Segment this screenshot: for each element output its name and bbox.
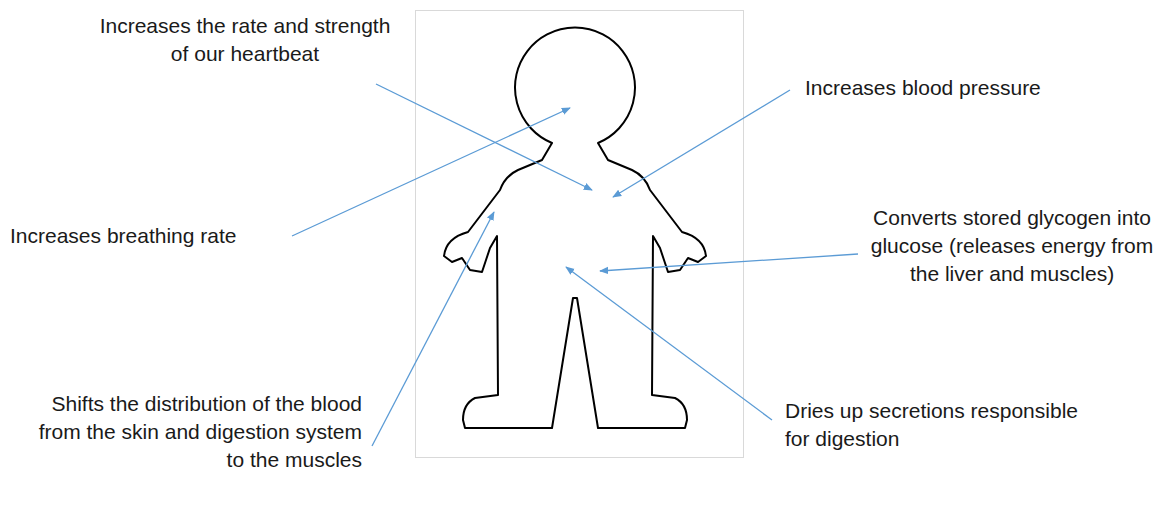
leader-line (613, 90, 790, 197)
leader-line (376, 84, 592, 190)
leader-line (372, 212, 494, 446)
callout-text: Increases breathing rate (10, 222, 285, 250)
callout-text: Increases the rate and strength of our h… (95, 12, 395, 68)
leader-line (292, 108, 570, 236)
leader-line (566, 267, 772, 420)
leader-line (600, 254, 858, 271)
callout-text: Increases blood pressure (805, 74, 1135, 102)
body-outline (444, 28, 706, 428)
figure-frame (416, 11, 744, 458)
callout-text: Dries up secretions responsible for dige… (785, 397, 1085, 453)
callout-text: Converts stored glycogen into glucose (r… (862, 204, 1162, 288)
callout-text: Shifts the distribution of the blood fro… (20, 390, 362, 474)
